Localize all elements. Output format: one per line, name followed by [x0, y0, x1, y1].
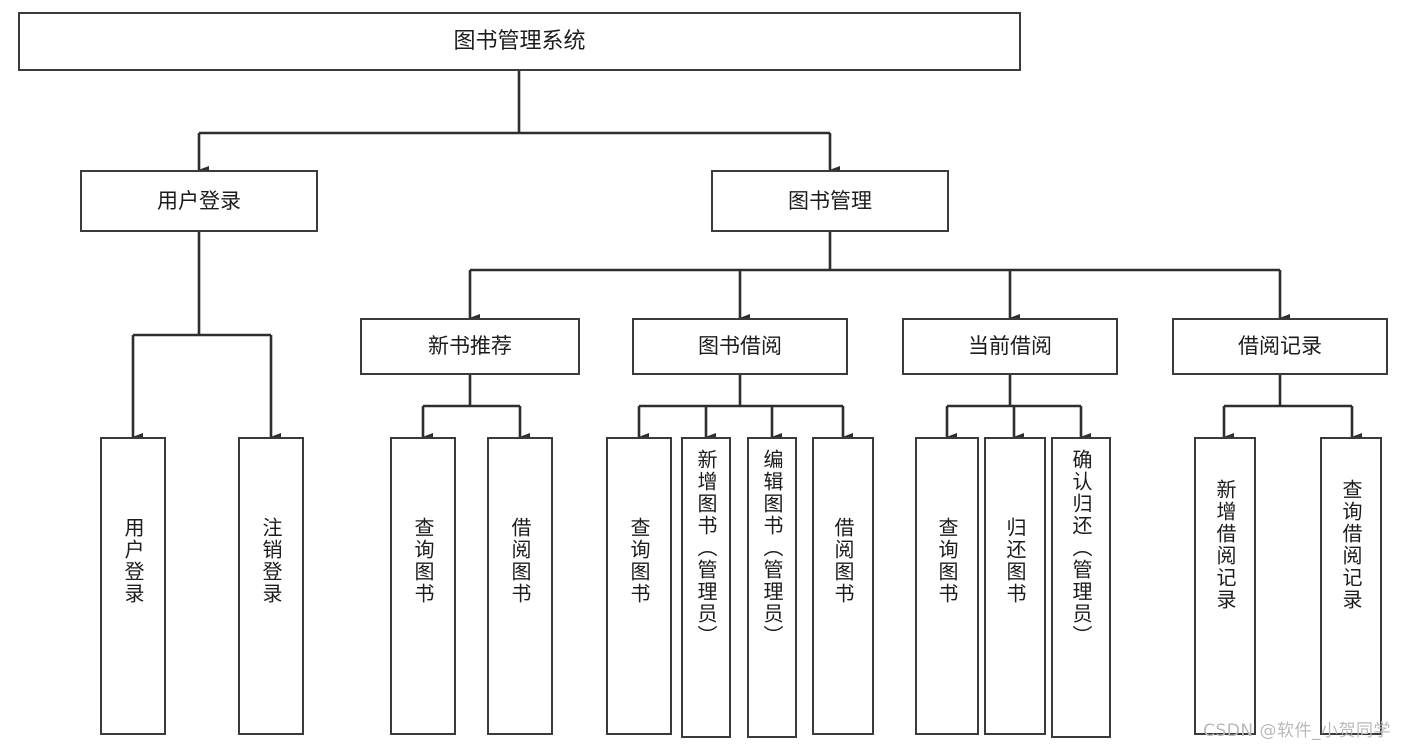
node-label: 用户登录 [121, 517, 145, 605]
node-label: 新书推荐 [428, 334, 512, 359]
node-label: 借阅记录 [1238, 334, 1322, 359]
leaf-confirm-return-admin[interactable]: 确认归还（管理员） [1051, 437, 1111, 738]
leaf-new-book-query[interactable]: 查询图书 [390, 437, 456, 735]
node-label: 查询图书 [935, 517, 959, 605]
node-label: 注销登录 [259, 517, 283, 605]
csdn-watermark: CSDN @软件_小贺同学 [1203, 721, 1391, 741]
leaf-query-borrow-record[interactable]: 查询借阅记录 [1320, 437, 1382, 735]
node-borrow-record[interactable]: 借阅记录 [1172, 318, 1388, 375]
node-label: 编辑图书（管理员） [760, 449, 784, 647]
node-book-borrow[interactable]: 图书借阅 [632, 318, 848, 375]
node-label: 当前借阅 [968, 334, 1052, 359]
node-label: 新增图书（管理员） [694, 449, 718, 647]
node-label: 查询借阅记录 [1339, 479, 1363, 611]
leaf-book-add-admin[interactable]: 新增图书（管理员） [681, 437, 731, 738]
leaf-book-edit-admin[interactable]: 编辑图书（管理员） [747, 437, 797, 738]
leaf-book-borrow-action[interactable]: 借阅图书 [812, 437, 874, 735]
node-label: 用户登录 [157, 188, 241, 213]
node-label: 图书管理系统 [453, 28, 586, 54]
node-label: 图书借阅 [698, 334, 782, 359]
node-current-borrow[interactable]: 当前借阅 [902, 318, 1118, 375]
node-label: 确认归还（管理员） [1069, 449, 1093, 647]
node-new-book-recommend[interactable]: 新书推荐 [360, 318, 580, 375]
leaf-logout[interactable]: 注销登录 [238, 437, 304, 735]
node-user-login[interactable]: 用户登录 [80, 170, 318, 232]
leaf-return-book[interactable]: 归还图书 [984, 437, 1046, 735]
node-label: 图书管理 [788, 188, 872, 213]
node-label: 归还图书 [1003, 517, 1027, 605]
leaf-user-login[interactable]: 用户登录 [100, 437, 166, 735]
node-root-book-management-system[interactable]: 图书管理系统 [18, 12, 1021, 71]
leaf-add-borrow-record[interactable]: 新增借阅记录 [1194, 437, 1256, 735]
leaf-current-borrow-query[interactable]: 查询图书 [915, 437, 979, 735]
node-label: 新增借阅记录 [1213, 479, 1237, 611]
node-label: 借阅图书 [831, 517, 855, 605]
node-book-management[interactable]: 图书管理 [711, 170, 949, 232]
leaf-book-borrow-query[interactable]: 查询图书 [606, 437, 672, 735]
node-label: 查询图书 [411, 517, 435, 605]
node-label: 借阅图书 [508, 517, 532, 605]
node-label: 查询图书 [627, 517, 651, 605]
leaf-new-book-borrow[interactable]: 借阅图书 [487, 437, 553, 735]
